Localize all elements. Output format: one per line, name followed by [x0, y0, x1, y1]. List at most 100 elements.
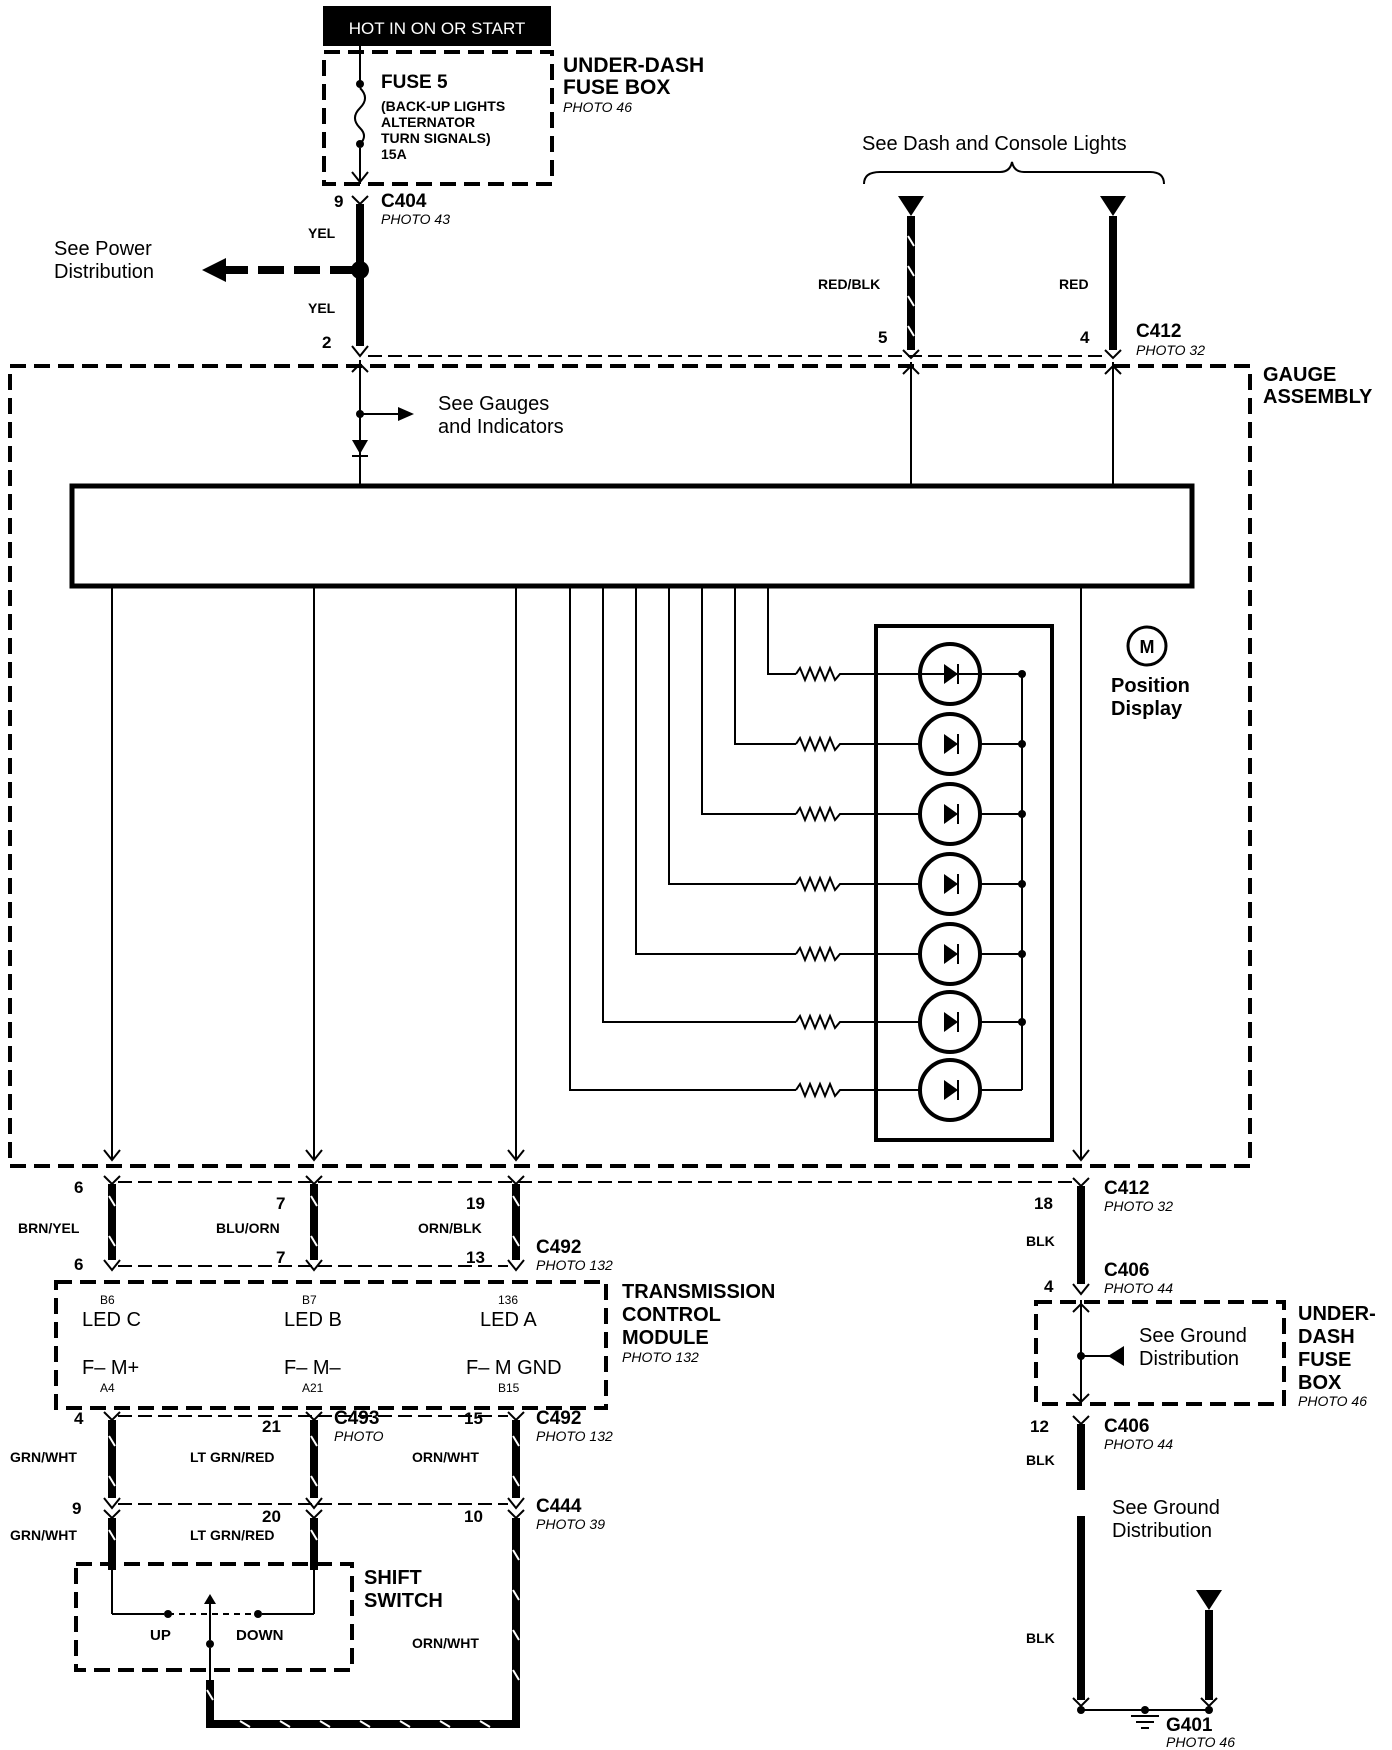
- tcm-fm-gnd: F– M GND: [466, 1357, 562, 1379]
- dash-lights-label: See Dash and Console Lights: [862, 133, 1127, 155]
- led-row-2: [734, 586, 1026, 776]
- shift-switch-title-1: SHIFT: [364, 1567, 422, 1589]
- shift-switch-title-2: SWITCH: [364, 1590, 443, 1612]
- c492-name: C492: [536, 1237, 581, 1258]
- gauge-unit: [69, 483, 1195, 589]
- wire-grn-wht-1: GRN/WHT: [10, 1449, 77, 1465]
- c412-bottom-photo: PHOTO 32: [1104, 1198, 1173, 1214]
- fuse-box-right-title-2: DASH: [1298, 1326, 1355, 1348]
- tcm-led-c: LED C: [82, 1309, 141, 1331]
- tcm-box: [54, 1280, 608, 1410]
- led-row-1: [767, 586, 1026, 706]
- tcm-term-b15: B15: [498, 1381, 520, 1395]
- gauge-feed: [351, 360, 414, 486]
- c404-name: C404: [381, 191, 427, 212]
- led-row-4: [668, 586, 1026, 916]
- orn-blk-wire: [507, 1175, 525, 1272]
- c404-pin-2: 2: [322, 333, 331, 352]
- fuse-box-right-ground: [1072, 1300, 1124, 1404]
- wire-orn-wht-2: ORN/WHT: [412, 1635, 479, 1651]
- shift-switch-box: [74, 1562, 354, 1672]
- c444-pin-10: 10: [464, 1507, 483, 1526]
- tcm-title-1: TRANSMISSION: [622, 1281, 775, 1303]
- g401-photo: PHOTO 46: [1166, 1734, 1235, 1750]
- ground-dist-line1: See Ground: [1112, 1497, 1220, 1519]
- grn-wht-wire-1: [103, 1411, 121, 1510]
- c492-b-name: C492: [536, 1408, 581, 1429]
- wire-stripes-dash: [907, 235, 915, 337]
- fuse-box-right-ground-1: See Ground: [1139, 1325, 1247, 1347]
- c404-pin-9: 9: [334, 192, 343, 211]
- shift-feed-wires: [103, 1509, 525, 1728]
- c493-pin-4: 4: [74, 1409, 84, 1428]
- c412-pin-18: 18: [1034, 1194, 1053, 1213]
- hot-label-box: [323, 6, 551, 46]
- wire-orn-wht-1: ORN/WHT: [412, 1449, 479, 1465]
- fuse-box-top-title-2: FUSE BOX: [563, 76, 670, 99]
- brn-yel-wire: [103, 1175, 121, 1272]
- wire-red-blk: RED/BLK: [818, 276, 880, 292]
- orn-wht-wire-1: [507, 1411, 525, 1510]
- tcm-term-b6: B6: [100, 1293, 115, 1307]
- position-display-line2: Display: [1111, 698, 1183, 720]
- fuse-box-right-title-1: UNDER-: [1298, 1303, 1376, 1325]
- power-dist-line1: See Power: [54, 238, 152, 260]
- g401-name: G401: [1166, 1715, 1213, 1736]
- gauges-line1: See Gauges: [438, 393, 549, 415]
- tcm-term-b7: B7: [302, 1293, 317, 1307]
- c406-a-photo: PHOTO 44: [1104, 1280, 1173, 1296]
- tcm-title-2: CONTROL: [622, 1304, 721, 1326]
- dash-lights-brace: [863, 161, 1165, 185]
- tcm-led-b: LED B: [284, 1309, 342, 1331]
- fuse-box-right-ground-2: Distribution: [1139, 1348, 1239, 1370]
- pin-7-top: 7: [276, 1194, 285, 1213]
- fuse-desc-3: TURN SIGNALS): [381, 130, 491, 146]
- fuse-box-right: [1034, 1300, 1286, 1406]
- wire-blk-1: BLK: [1026, 1233, 1055, 1249]
- gauge-assembly-box: [8, 364, 1252, 1168]
- c412-pin-5: 5: [878, 328, 887, 347]
- wire-blu-orn: BLU/ORN: [216, 1220, 280, 1236]
- pin-19-top: 19: [466, 1194, 485, 1213]
- blk-wire-upper: [1072, 1177, 1090, 1296]
- tcm-term-a21: A21: [302, 1381, 324, 1395]
- fuse-box-right-title-4: BOX: [1298, 1372, 1342, 1394]
- c404-wire-bottom: YEL: [308, 300, 336, 316]
- fuse-desc-1: (BACK-UP LIGHTS: [381, 98, 505, 114]
- c493-photo: PHOTO: [334, 1428, 384, 1444]
- power-dist-line2: Distribution: [54, 261, 154, 283]
- tcm-term-a4: A4: [100, 1381, 115, 1395]
- tcm-title-3: MODULE: [622, 1327, 709, 1349]
- shift-up-label: UP: [150, 1627, 171, 1644]
- position-display-line1: Position: [1111, 675, 1190, 697]
- hot-label: HOT IN ON OR START: [349, 19, 526, 38]
- c406-b-name: C406: [1104, 1416, 1149, 1437]
- fuse-box-right-title-3: FUSE: [1298, 1349, 1351, 1371]
- lt-grn-red-wire-1: [305, 1411, 323, 1510]
- wire-lt-grn-red-1: LT GRN/RED: [190, 1449, 275, 1465]
- wire-orn-blk: ORN/BLK: [418, 1220, 482, 1236]
- gauges-line2: and Indicators: [438, 416, 564, 438]
- c404-wire: [351, 195, 369, 358]
- c412-top-photo: PHOTO 32: [1136, 342, 1205, 358]
- c406-a-name: C406: [1104, 1260, 1149, 1281]
- fuse-name: FUSE 5: [381, 72, 448, 93]
- fuse-box-top: [322, 50, 554, 186]
- c406-pin-12: 12: [1030, 1417, 1049, 1436]
- led-row-6: [602, 586, 1026, 1054]
- c492-b-photo: PHOTO 132: [536, 1428, 613, 1444]
- tcm-led-a: LED A: [480, 1309, 537, 1331]
- led-row-5: [635, 586, 1026, 986]
- gauge-outputs: [103, 586, 1090, 1162]
- wire-blk-2: BLK: [1026, 1452, 1055, 1468]
- fuse-5-symbol: [351, 46, 369, 184]
- tcm-fm-plus: F– M+: [82, 1357, 139, 1379]
- c444-photo: PHOTO 39: [536, 1516, 605, 1532]
- wire-grn-wht-2: GRN/WHT: [10, 1527, 77, 1543]
- pin-6-top: 6: [74, 1178, 83, 1197]
- c444-name: C444: [536, 1496, 582, 1517]
- c406-b-photo: PHOTO 44: [1104, 1436, 1173, 1452]
- c406-pin-4: 4: [1044, 1277, 1054, 1296]
- pin-13-bottom: 13: [466, 1248, 485, 1267]
